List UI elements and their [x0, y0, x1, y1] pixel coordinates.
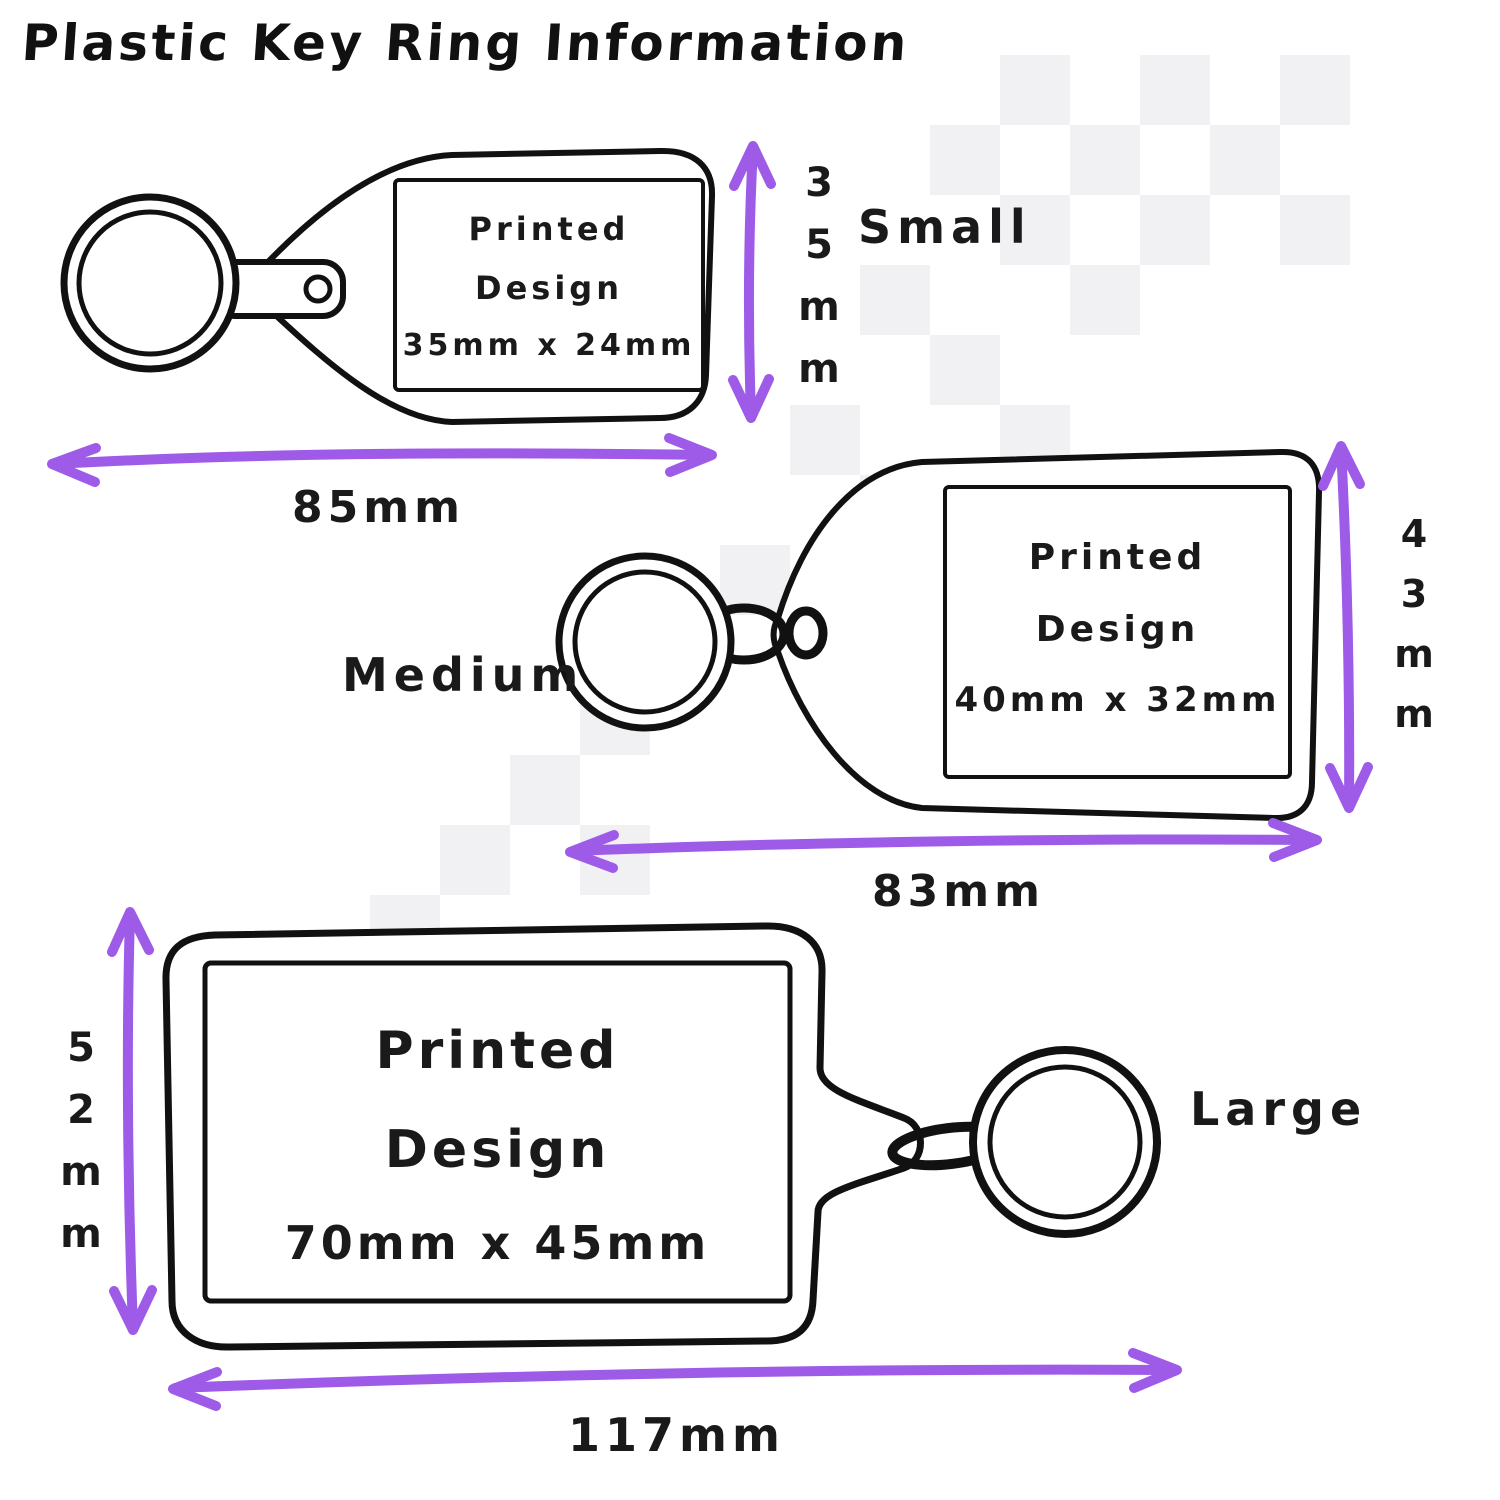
small-design-line2: Design: [475, 269, 623, 308]
large-width-label: 117mm: [568, 1408, 785, 1462]
large-design-line1: Printed: [375, 1021, 620, 1081]
large-width-arrow: [168, 1348, 1182, 1411]
medium-fob-outline: [770, 448, 1323, 822]
medium-height-label: 43mm: [1392, 512, 1436, 752]
small-height-arrow: [728, 141, 776, 423]
medium-ring-inner: [572, 569, 718, 715]
small-ring-outer: [60, 193, 240, 373]
small-height-label: 35mm: [796, 160, 842, 408]
large-height-label: 52mm: [58, 1025, 104, 1273]
medium-design-line2: Design: [1035, 609, 1200, 650]
large-fob-outline: [162, 922, 924, 1351]
small-design-area: [393, 178, 705, 392]
large-design-area: [202, 960, 793, 1304]
medium-design-text: Printed Design 40mm x 32mm: [945, 522, 1290, 734]
medium-width-label: 83mm: [872, 866, 1045, 917]
small-design-line1: Printed: [468, 210, 630, 248]
small-design-text: Printed Design 35mm x 24mm: [395, 200, 703, 374]
small-ring-inner: [76, 209, 224, 357]
large-design-text: Printed Design 70mm x 45mm: [205, 1002, 790, 1287]
medium-width-arrow: [565, 818, 1322, 873]
medium-ring-outer: [555, 552, 735, 732]
medium-keyring-drawing: [555, 448, 1323, 822]
medium-fob-loop: [784, 606, 828, 660]
medium-design-line1: Printed: [1028, 537, 1207, 578]
large-ring-outer: [969, 1046, 1161, 1238]
large-size-label: Large: [1190, 1082, 1368, 1136]
medium-size-label: Medium: [342, 648, 585, 702]
page-title: Plastic Key Ring Information: [19, 14, 912, 72]
large-design-line2: Design: [384, 1119, 611, 1180]
small-design-dims: 35mm x 24mm: [402, 328, 696, 364]
medium-design-dims: 40mm x 32mm: [954, 680, 1281, 720]
medium-height-arrow: [1318, 441, 1373, 813]
small-clasp-hole: [303, 274, 333, 304]
small-size-label: Small: [858, 200, 1032, 254]
small-width-label: 85mm: [292, 482, 465, 533]
small-keyring-drawing: [60, 147, 716, 425]
large-height-arrow: [107, 907, 157, 1335]
large-keyring-drawing: [162, 922, 1161, 1351]
large-ring-inner: [987, 1064, 1143, 1220]
small-width-arrow: [47, 433, 717, 487]
large-design-dims: 70mm x 45mm: [284, 1215, 711, 1270]
medium-design-area: [943, 485, 1292, 779]
